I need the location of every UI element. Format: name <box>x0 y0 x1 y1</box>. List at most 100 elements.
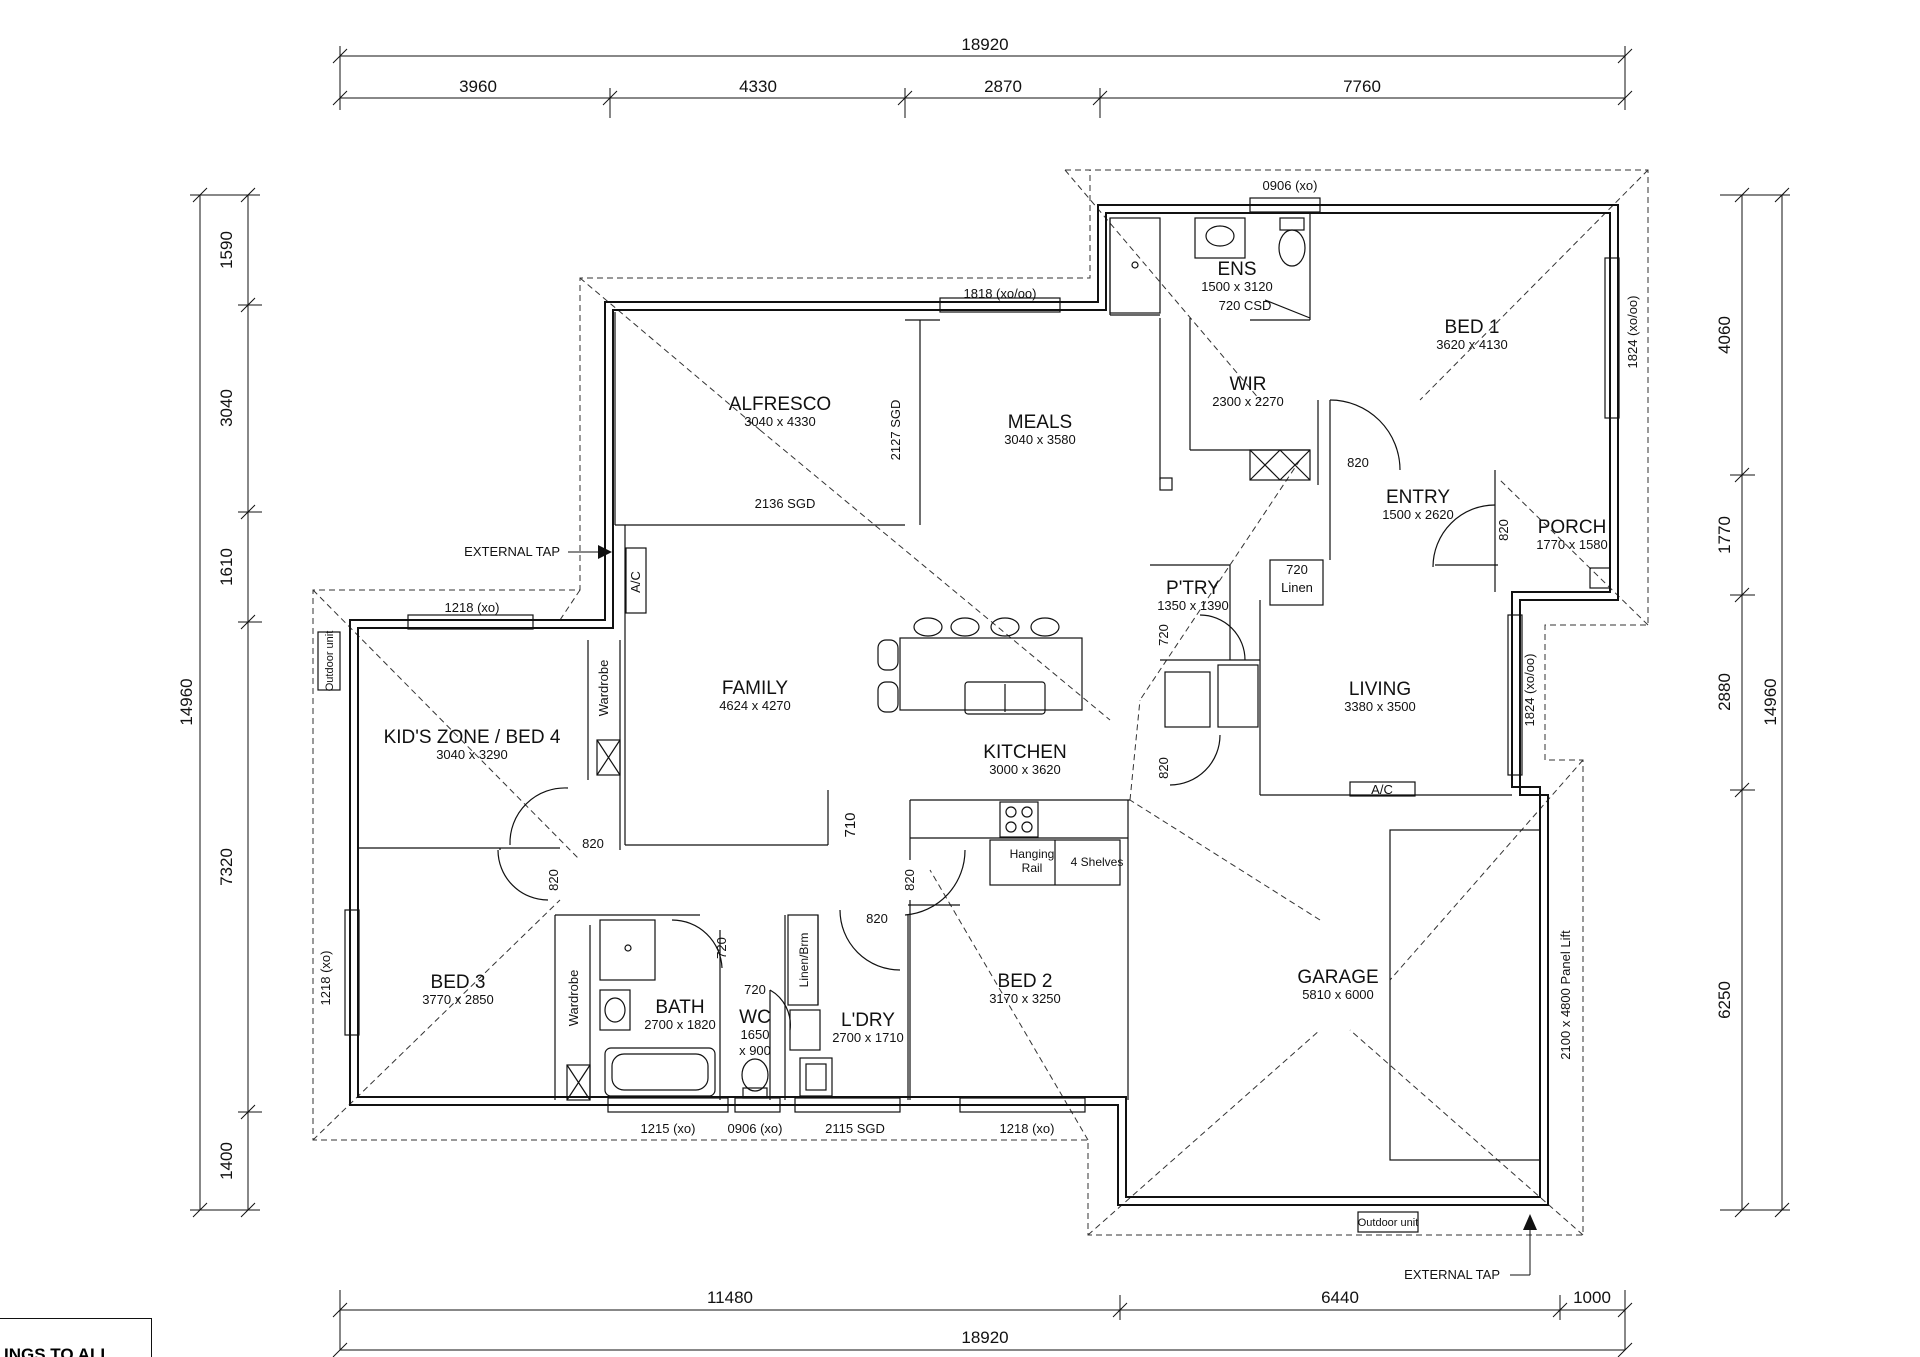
room-entry-name: ENTRY <box>1386 487 1450 508</box>
ac-unit-living <box>1349 781 1416 797</box>
room-porch-size: 1770 x 1580 <box>1536 537 1608 552</box>
room-living-name: LIVING <box>1349 679 1411 700</box>
room-bed3-size: 3770 x 2850 <box>422 992 494 1007</box>
label-panel-lift: 2100 x 4800 Panel Lift <box>1558 930 1573 1060</box>
windows <box>344 197 1620 1113</box>
room-ldry-size: 2700 x 1710 <box>832 1030 904 1045</box>
room-bath-size: 2700 x 1820 <box>644 1017 716 1032</box>
bathtub-icon <box>604 1047 716 1097</box>
room-alfresco-name: ALFRESCO <box>729 394 831 415</box>
room-meals-name: MEALS <box>1008 412 1072 433</box>
dim-right-3: 2880 <box>1715 673 1734 711</box>
room-alfresco-size: 3040 x 4330 <box>744 414 816 429</box>
label-door-710: 710 <box>842 812 859 837</box>
label-sgd-2136: 2136 SGD <box>755 496 816 511</box>
label-window-0906-bottom: 0906 (xo) <box>728 1121 783 1136</box>
dim-right-1: 4060 <box>1715 316 1734 354</box>
toilet-icon <box>1278 229 1306 267</box>
dim-right-total: 14960 <box>1761 678 1780 725</box>
title-block-fragment: INGS TO ALL <box>0 1318 152 1357</box>
label-linen-word: Linen <box>1281 580 1313 595</box>
room-bed2-name: BED 2 <box>998 971 1053 992</box>
kitchen-island <box>899 637 1083 711</box>
cooktop-icon <box>999 801 1039 838</box>
room-kids-name: KID'S ZONE / BED 4 <box>384 727 561 748</box>
laundry-tub-icon <box>789 1009 821 1051</box>
label-outdoor-unit-1: Outdoor unit <box>324 631 336 692</box>
dim-top-3: 2870 <box>984 77 1022 96</box>
tap-arrow-icon <box>1523 1214 1537 1230</box>
room-kids-size: 3040 x 3290 <box>436 747 508 762</box>
fixtures <box>599 217 1611 1099</box>
dim-bottom-total: 18920 <box>961 1328 1008 1347</box>
dim-left-total: 14960 <box>177 678 196 725</box>
dim-top-4: 7760 <box>1343 77 1381 96</box>
label-external-tap-2: EXTERNAL TAP <box>1404 1267 1500 1282</box>
room-family-name: FAMILY <box>722 678 788 699</box>
dim-right-4: 6250 <box>1715 981 1734 1019</box>
label-door-820-kitchen: 820 <box>1156 757 1171 779</box>
room-bed1-size: 3620 x 4130 <box>1436 337 1508 352</box>
label-wardrobe-bed3: Wardrobe <box>566 970 581 1027</box>
room-living-size: 3380 x 3500 <box>1344 699 1416 714</box>
dim-top-1: 3960 <box>459 77 497 96</box>
label-ac-living: A/C <box>1371 782 1393 797</box>
room-bath-name: BATH <box>655 997 704 1018</box>
label-door-820-kids: 820 <box>582 836 604 851</box>
label-door-720-ptry: 720 <box>1156 624 1171 646</box>
dim-top-total: 18920 <box>961 35 1008 54</box>
dim-left-1: 1590 <box>217 231 236 269</box>
dim-left-2: 3040 <box>217 389 236 427</box>
footer-note: INGS TO ALL <box>4 1345 111 1357</box>
label-door-820-bed3: 820 <box>546 869 561 891</box>
label-ac-family: A/C <box>628 571 643 593</box>
room-wir-size: 2300 x 2270 <box>1212 394 1284 409</box>
label-external-tap-1: EXTERNAL TAP <box>464 544 560 559</box>
label-door-720-wc: 720 <box>744 982 766 997</box>
label-door-820-entry: 820 <box>1347 455 1369 470</box>
dim-bottom-2: 6440 <box>1321 1288 1359 1307</box>
label-shelves: 4 Shelves <box>1071 855 1124 869</box>
dim-bottom-3: 1000 <box>1573 1288 1611 1307</box>
room-kitchen-size: 3000 x 3620 <box>989 762 1061 777</box>
room-garage-size: 5810 x 6000 <box>1302 987 1374 1002</box>
dimension-labels: 18920 3960 4330 2870 7760 11480 6440 100… <box>177 35 1780 1347</box>
wc-toilet-icon <box>741 1058 769 1092</box>
tap-arrow-icon <box>598 545 612 559</box>
room-ptry-name: P'TRY <box>1166 578 1220 599</box>
door-swings <box>497 299 1496 1031</box>
room-bed2-size: 3170 x 3250 <box>989 991 1061 1006</box>
label-hanging-rail-2: Rail <box>1022 861 1043 875</box>
label-hanging-rail-1: Hanging <box>1010 847 1055 861</box>
room-ens-name: ENS <box>1217 259 1256 280</box>
label-window-1218-kids: 1218 (xo) <box>445 600 500 615</box>
basin-icon <box>1194 217 1246 259</box>
label-window-1824-bed1: 1824 (xo/oo) <box>1625 296 1640 369</box>
room-entry-size: 1500 x 2620 <box>1382 507 1454 522</box>
label-door-720-bath: 720 <box>714 937 729 959</box>
internal-walls <box>358 213 1541 1161</box>
label-window-0906-top: 0906 (xo) <box>1263 178 1318 193</box>
room-wc-size1: 1650 <box>741 1027 770 1042</box>
room-ens-size: 1500 x 3120 <box>1201 279 1273 294</box>
kitchen-sink-icon <box>964 681 1046 715</box>
dim-top-2: 4330 <box>739 77 777 96</box>
label-sgd-2127: 2127 SGD <box>888 400 903 461</box>
dim-right-2: 1770 <box>1715 516 1734 554</box>
dimension-lines <box>190 46 1790 1357</box>
dim-left-5: 1400 <box>217 1142 236 1180</box>
roof-outline <box>312 169 1649 1236</box>
external-walls <box>349 204 1619 1206</box>
label-linen-brm: Linen/Brm <box>797 933 811 988</box>
bath-basin-icon <box>599 989 631 1031</box>
label-linen-num: 720 <box>1286 562 1308 577</box>
room-kitchen-name: KITCHEN <box>983 742 1066 763</box>
label-window-1215: 1215 (xo) <box>641 1121 696 1136</box>
dim-left-3: 1610 <box>217 548 236 586</box>
room-wc-size2: x 900 <box>739 1043 771 1058</box>
label-door-820-porch: 820 <box>1496 519 1511 541</box>
room-meals-size: 3040 x 3580 <box>1004 432 1076 447</box>
label-sgd-2115: 2115 SGD <box>825 1121 885 1136</box>
dim-bottom-1: 11480 <box>707 1288 753 1307</box>
room-bed1-name: BED 1 <box>1445 317 1500 338</box>
